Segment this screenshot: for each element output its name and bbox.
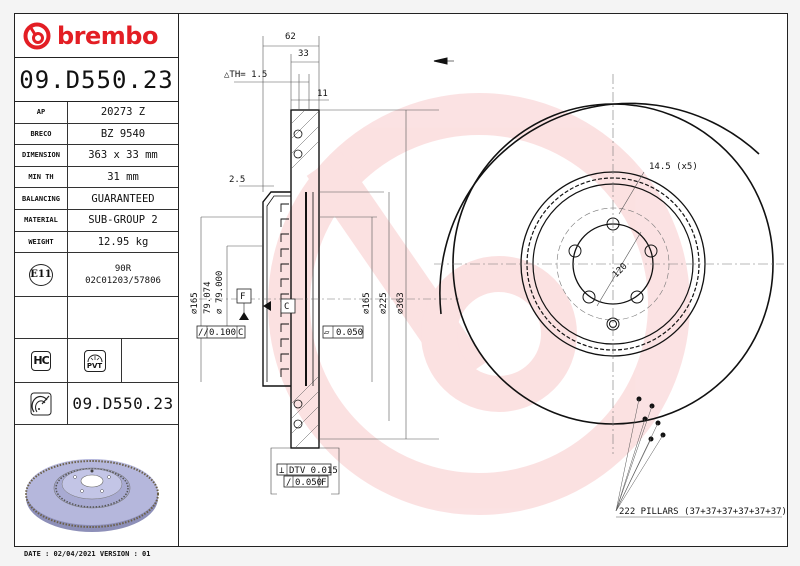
spec-row-breco: BRECO BZ 9540 bbox=[15, 123, 178, 146]
spec-row-min-th: MIN TH 31 mm bbox=[15, 166, 178, 189]
svg-text:0.050: 0.050 bbox=[336, 328, 363, 338]
svg-text:F: F bbox=[321, 478, 326, 488]
cert-line-2: 02C01203/57806 bbox=[85, 275, 161, 286]
dim-bolt-hole: 14.5 (x5) bbox=[649, 162, 698, 172]
spec-row-ap: AP 20273 Z bbox=[15, 102, 178, 124]
svg-text:0.050: 0.050 bbox=[295, 478, 322, 488]
spec-label: AP bbox=[15, 102, 68, 123]
svg-text:C: C bbox=[284, 302, 289, 312]
svg-text:DTV 0.015: DTV 0.015 bbox=[289, 466, 338, 476]
dim-bore-lower: ⌀ 79.000 bbox=[215, 271, 225, 314]
dim-dia-165-right: ⌀165 bbox=[362, 292, 372, 314]
svg-text:F: F bbox=[240, 292, 245, 302]
hc-badge-icon: HC bbox=[31, 350, 51, 371]
disc-3d-render bbox=[25, 459, 159, 532]
brembo-logo: brembo bbox=[15, 14, 178, 58]
footer-date-version: DATE : 02/04/2021 VERSION : 01 bbox=[24, 550, 151, 558]
spec-value: 363 x 33 mm bbox=[88, 149, 158, 162]
spec-row-dimension: DIMENSION 363 x 33 mm bbox=[15, 145, 178, 167]
empty-row bbox=[15, 297, 178, 340]
svg-text:C: C bbox=[238, 328, 243, 338]
svg-text://: // bbox=[198, 328, 209, 338]
spec-row-material: MATERIAL SUB-GROUP 2 bbox=[15, 209, 178, 232]
badges-row: HC PVT bbox=[15, 339, 178, 384]
svg-text:0.100: 0.100 bbox=[209, 328, 236, 338]
brembo-disc-logo-icon bbox=[23, 22, 51, 49]
drawing-sheet: brembo 09.D550.23 AP 20273 Z BRECO BZ 95… bbox=[14, 13, 788, 547]
dim-dia-363: ⌀363 bbox=[396, 292, 406, 314]
technical-drawing: 62 33 △TH= 1.5 11 2.5 ⌀165 79.074 ⌀ 79.0… bbox=[190, 32, 787, 518]
dim-bore-upper: 79.074 bbox=[203, 281, 213, 314]
front-view bbox=[434, 74, 784, 454]
spec-value: 12.95 kg bbox=[97, 235, 149, 248]
brand-name: brembo bbox=[57, 21, 158, 50]
spec-value: GUARANTEED bbox=[91, 192, 155, 205]
dim-dia-165-left: ⌀165 bbox=[190, 292, 200, 314]
section-view bbox=[262, 109, 320, 449]
svg-text:⊥: ⊥ bbox=[279, 466, 285, 476]
spec-row-balancing: BALANCING GUARANTEED bbox=[15, 188, 178, 210]
dim-11: 11 bbox=[317, 89, 328, 99]
dtv-tolerance: ⊥ DTV 0.015 / 0.050 F bbox=[270, 447, 340, 495]
spec-label: BRECO bbox=[15, 123, 68, 145]
datum-f: F bbox=[236, 288, 252, 320]
cert-line-1: 90R bbox=[114, 263, 132, 274]
spec-row-weight: WEIGHT 12.95 kg bbox=[15, 231, 178, 254]
parallelism-tolerance: // 0.100 C bbox=[196, 325, 246, 339]
spec-label: MATERIAL bbox=[15, 209, 68, 231]
dim-33: 33 bbox=[298, 49, 309, 59]
pillars-note: 222 PILLARS (37+37+37+37+37+37) bbox=[619, 507, 787, 517]
dim-62: 62 bbox=[285, 32, 296, 42]
spec-value: SUB-GROUP 2 bbox=[88, 214, 158, 227]
section-arrow bbox=[433, 57, 454, 65]
pvt-badge-icon: PVT bbox=[83, 349, 106, 372]
spec-label: DIMENSION bbox=[15, 145, 68, 166]
flatness-tolerance: ▱ 0.050 bbox=[322, 325, 364, 339]
reference-row: 09.D550.23 bbox=[15, 383, 178, 426]
spec-label: BALANCING bbox=[15, 188, 68, 209]
spec-value: BZ 9540 bbox=[100, 127, 146, 140]
svg-text:/: / bbox=[286, 478, 291, 488]
reference-part-number: 09.D550.23 bbox=[72, 394, 174, 414]
spec-label: MIN TH bbox=[15, 166, 68, 188]
spec-label: WEIGHT bbox=[15, 231, 68, 253]
disc-caliper-icon bbox=[30, 392, 52, 416]
e11-mark-icon: E11 bbox=[29, 263, 53, 286]
svg-text:▱: ▱ bbox=[324, 328, 330, 338]
datum-c: C bbox=[263, 298, 296, 314]
spec-value: 31 mm bbox=[107, 171, 139, 184]
spec-value: 20273 Z bbox=[100, 106, 146, 119]
dim-2-5: 2.5 bbox=[229, 175, 245, 185]
dim-dia-225: ⌀225 bbox=[379, 292, 389, 314]
dim-delta-th: △TH= 1.5 bbox=[224, 70, 267, 80]
part-number: 09.D550.23 bbox=[15, 58, 178, 102]
title-block: brembo 09.D550.23 AP 20273 Z BRECO BZ 95… bbox=[15, 14, 179, 546]
certification-row: E11 90R 02C01203/57806 bbox=[15, 253, 178, 298]
